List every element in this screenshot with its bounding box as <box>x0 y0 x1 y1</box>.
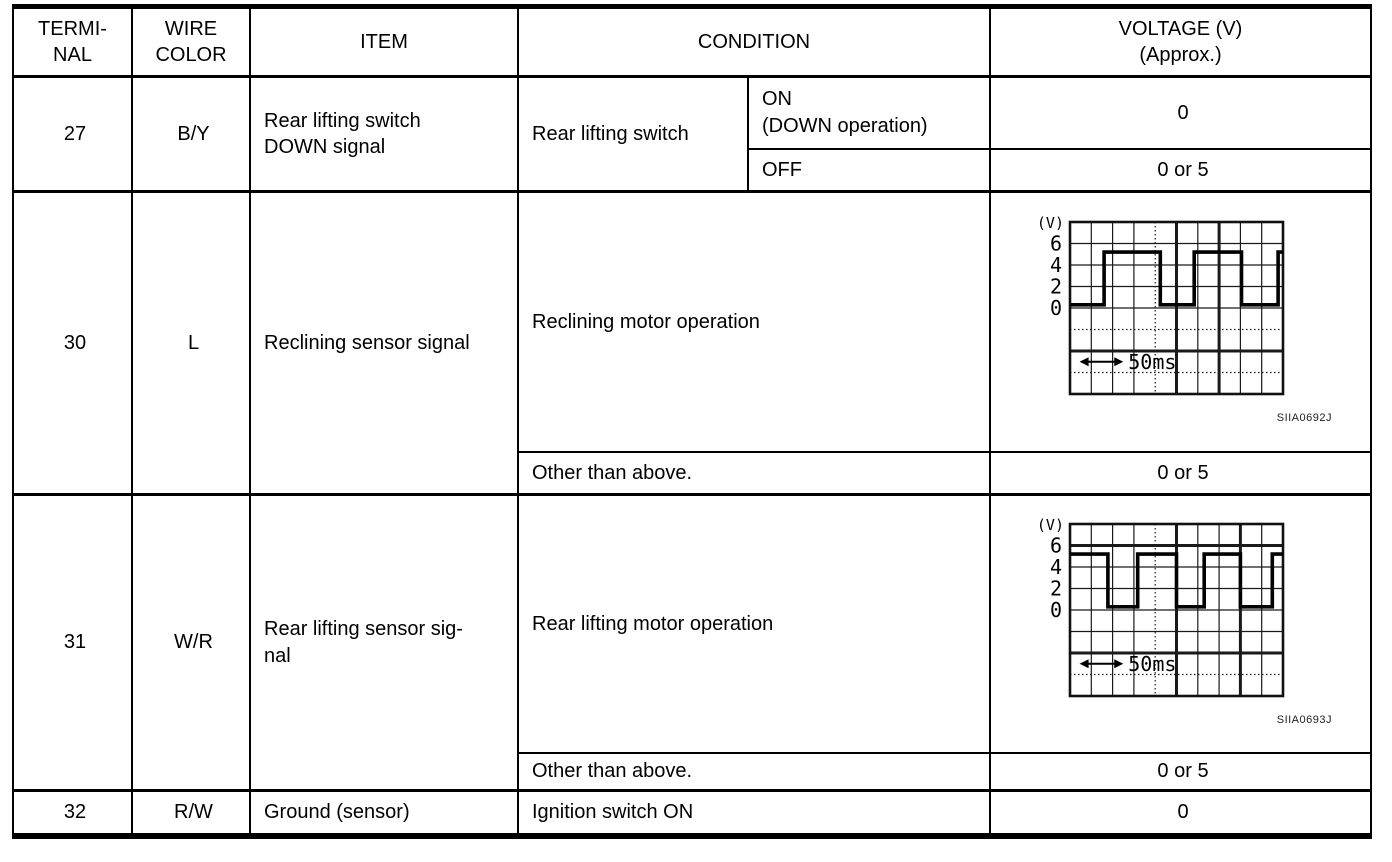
time-arrow-head-right <box>1114 658 1124 668</box>
voltage-cell: 0 or 5 <box>989 147 1372 192</box>
row-terminal-31-main: 31 W/R Rear lifting sensor sig- nal Rear… <box>12 493 1372 791</box>
terminal-number: 30 <box>12 190 133 495</box>
y-tick-label: 4 <box>1050 253 1062 277</box>
time-scale-label: 50ms <box>1128 651 1176 675</box>
item-cell: Rear lifting sensor sig- nal <box>249 493 519 791</box>
terminal-number: 27 <box>12 75 133 192</box>
table-header-row: TERMI- NAL WIRE COLOR ITEM CONDITION VOL… <box>12 4 1372 78</box>
wire-color: L <box>131 190 251 495</box>
voltage-cell: 0 or 5 <box>989 450 1372 495</box>
signal-trace <box>1070 249 1283 307</box>
y-tick-label: 6 <box>1050 533 1062 557</box>
condition-sub-cell: OFF <box>747 147 991 192</box>
col-header-terminal: TERMI- NAL <box>12 4 133 78</box>
figure-caption: SIIA0693J <box>1276 713 1332 726</box>
y-tick-label: 0 <box>1050 598 1062 622</box>
col-header-item: ITEM <box>249 4 519 78</box>
y-tick-label: 2 <box>1050 576 1062 600</box>
time-arrow-head-left <box>1079 356 1089 366</box>
y-tick-label: 2 <box>1050 274 1062 298</box>
y-axis-unit: (V) <box>1037 216 1064 232</box>
item-cell: Rear lifting switch DOWN signal <box>249 75 519 192</box>
figure-caption: SIIA0692J <box>1276 411 1332 424</box>
wire-color: B/Y <box>131 75 251 192</box>
scope-frame <box>1068 522 1285 697</box>
voltage-cell: 0 <box>989 75 1372 149</box>
condition-main-cell: Rear lifting switch <box>517 75 749 192</box>
col-header-wire-color: WIRE COLOR <box>131 4 251 78</box>
row-terminal-30-main: 30 L Reclining sensor signal Reclining m… <box>12 190 1372 495</box>
y-tick-label: 4 <box>1050 555 1062 579</box>
condition-cell: Reclining motor operation <box>517 190 991 452</box>
row-terminal-27-off: OFF 0 or 5 <box>13 147 1372 192</box>
y-tick-label: 0 <box>1050 296 1062 320</box>
item-cell: Reclining sensor signal <box>249 190 519 495</box>
condition-cell: Other than above. <box>517 751 991 791</box>
wire-color: R/W <box>131 789 251 839</box>
scope-frame <box>1068 220 1285 395</box>
terminal-number: 31 <box>12 493 133 791</box>
row-terminal-30-other: Other than above. 0 or 5 <box>13 450 1372 495</box>
condition-cell: Other than above. <box>517 450 991 495</box>
condition-sub-cell: ON (DOWN operation) <box>747 75 991 149</box>
signal-trace <box>1070 551 1283 609</box>
voltage-cell: 0 or 5 <box>989 751 1372 791</box>
row-terminal-32: 32 R/W Ground (sensor) Ignition switch O… <box>12 789 1372 839</box>
y-axis-unit: (V) <box>1037 518 1064 534</box>
time-arrow-head-left <box>1079 658 1089 668</box>
y-tick-label: 6 <box>1050 231 1062 255</box>
item-cell: Ground (sensor) <box>249 789 519 839</box>
row-terminal-31-other: Other than above. 0 or 5 <box>13 751 1372 791</box>
col-header-condition: CONDITION <box>517 4 991 78</box>
wire-color: W/R <box>131 493 251 791</box>
col-header-voltage: VOLTAGE (V) (Approx.) <box>989 4 1372 78</box>
terminal-voltage-table: TERMI- NAL WIRE COLOR ITEM CONDITION VOL… <box>12 4 1372 839</box>
voltage-cell: 0 <box>989 789 1372 839</box>
row-terminal-27-on: 27 B/Y Rear lifting switch DOWN signal R… <box>12 75 1372 192</box>
time-arrow-head-right <box>1114 356 1124 366</box>
time-scale-label: 50ms <box>1128 349 1176 373</box>
terminal-number: 32 <box>12 789 133 839</box>
condition-cell: Rear lifting motor operation <box>517 493 991 753</box>
condition-cell: Ignition switch ON <box>517 789 991 839</box>
